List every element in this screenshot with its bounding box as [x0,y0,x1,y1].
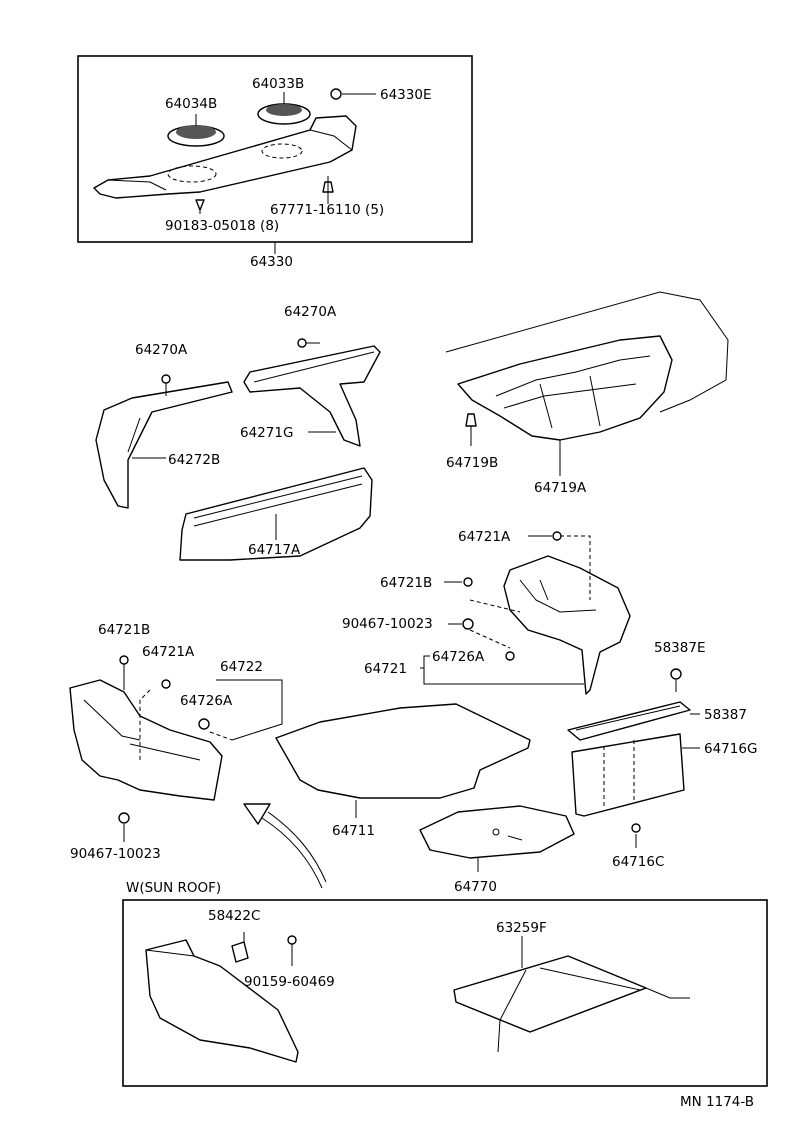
direction-arrow [243,803,327,889]
clip-64716c [631,823,641,833]
label-64270a-top: 64270A [284,304,337,320]
label-67771: 67771-16110 (5) [270,202,384,218]
fastener-90183 [195,199,205,214]
label-64717a: 64717A [248,542,301,558]
clip-64330e [330,88,376,100]
label-64711: 64711 [332,823,375,839]
label-64721: 64721 [364,661,407,677]
spare-tire-cover [419,805,575,859]
label-64721a-left: 64721A [142,644,195,660]
label-64770: 64770 [454,879,497,895]
label-58387: 58387 [704,707,747,723]
label-64716g: 64716G [704,741,757,757]
sill-plate-58387 [567,701,691,741]
sunroof-tray-63259f [453,955,690,1053]
label-64719a: 64719A [534,480,587,496]
label-64719b: 64719B [446,455,498,471]
clip-90467-right [462,618,474,630]
clip-64270a-top [297,338,320,348]
clip-64270a-left [161,374,171,384]
sunroof-trim-panel [145,939,299,1063]
trunk-side-trim-right [503,555,631,695]
screw-90159 [287,935,297,945]
trunk-side-trim-left [69,679,223,801]
wheelhouse-trim-64271g [243,345,381,447]
trim-panel-64716g [571,733,685,817]
clip-90467-left [118,812,130,824]
clip-64721a-right [552,531,562,541]
label-64270a-left: 64270A [135,342,188,358]
trunk-lid-liner [445,291,729,441]
label-64330: 64330 [250,254,293,270]
sunroof-group-box [122,899,768,1087]
clip-58387e [670,668,682,680]
label-58387e: 58387E [654,640,705,656]
label-90467-left: 90467-10023 [70,846,161,862]
clip-58422c [231,941,249,963]
speaker-grille-right [257,103,311,125]
package-tray-trim [93,115,357,199]
label-90183: 90183-05018 (8) [165,218,279,234]
sunroof-caption: W(SUN ROOF) [126,880,221,896]
speaker-grille-left [167,125,225,147]
screw-64721b-right [463,577,473,587]
label-63259f: 63259F [496,920,547,936]
clip-64721a-left [161,679,171,689]
label-64721b-left: 64721B [98,622,150,638]
nut-64726a-right [505,651,515,661]
trunk-floor-mat [275,703,531,799]
diagram-id: MN 1174-B [680,1094,754,1110]
label-90159: 90159-60469 [244,974,335,990]
label-90467-right: 90467-10023 [342,616,433,632]
label-64716c: 64716C [612,854,664,870]
screw-64721b-left [119,655,129,665]
label-64330e: 64330E [380,87,431,103]
label-58422c: 58422C [208,908,260,924]
label-64271g: 64271G [240,425,293,441]
label-64726a-right: 64726A [432,649,485,665]
label-64033b: 64033B [252,76,304,92]
label-64722: 64722 [220,659,263,675]
label-64034b: 64034B [165,96,217,112]
clip-64719b [465,413,477,446]
label-64726a-left: 64726A [180,693,233,709]
fastener-67771 [322,176,334,204]
wheelhouse-trim-64272b [95,381,233,509]
label-64721a-right: 64721A [458,529,511,545]
nut-64726a-left [198,718,210,730]
label-64272b: 64272B [168,452,220,468]
label-64721b-right: 64721B [380,575,432,591]
